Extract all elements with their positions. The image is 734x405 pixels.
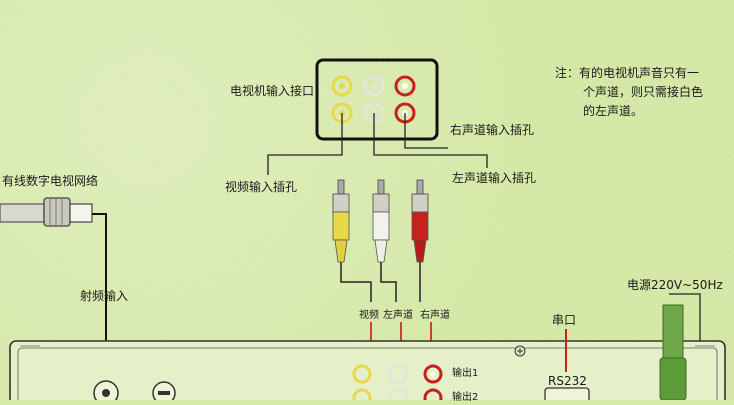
left-jack-leader (373, 113, 488, 168)
serial-label: 串口 (552, 313, 577, 327)
note-line-3: 的左声道。 (583, 104, 644, 118)
left-jack-label: 左声道输入插孔 (452, 171, 537, 185)
power-plug (659, 357, 687, 400)
plug-left-leader (380, 262, 397, 302)
note-line-1: 注：有的电视机声音只有一 (555, 66, 700, 80)
plug-video-label: 视频 (359, 310, 379, 321)
serial-port (544, 387, 590, 400)
rs232-label: RS232 (548, 374, 587, 388)
plug-right-label: 右声道 (420, 310, 450, 321)
coax-cable (0, 197, 93, 227)
output1-label: 输出1 (452, 368, 479, 379)
right-jack-leader (404, 113, 448, 149)
rf-input-label: 射频输入 (80, 289, 129, 303)
power-cord (662, 304, 684, 361)
tv-jack-yellow-top (331, 75, 353, 97)
stb-jack-white-2 (388, 388, 408, 400)
rca-plug-white (372, 179, 390, 263)
stb-jack-yellow-1 (352, 364, 372, 384)
video-jack-label: 视频输入插孔 (225, 180, 298, 194)
tv-input-label: 电视机输入接口 (230, 84, 315, 98)
output2-label: 输出2 (452, 392, 479, 403)
power-leader (669, 293, 701, 341)
cable-network-label: 有线数字电视网络 (2, 174, 99, 188)
tv-jack-red-top (394, 75, 416, 97)
note-text: 注：有的电视机声音只有一 个声道，则只需接白色 的左声道。 (555, 64, 727, 121)
rca-plug-red (411, 179, 429, 263)
rf-port (93, 380, 119, 400)
plug-video-leader (340, 262, 372, 302)
svideo-port (152, 381, 176, 400)
plug-left-label: 左声道 (383, 310, 413, 321)
tv-jack-white-top (363, 75, 385, 97)
right-jack-label: 右声道输入插孔 (450, 123, 535, 137)
stb-screw-icon (514, 345, 526, 357)
stb-jack-yellow-2 (352, 388, 372, 400)
note-line-2: 个声道，则只需接白色 (583, 85, 704, 99)
video-jack-leader (267, 113, 343, 175)
tv-input-panel (315, 58, 439, 141)
rf-cable-line (92, 213, 107, 400)
rca-plug-yellow (332, 179, 350, 263)
power-label: 电源220V~50Hz (627, 278, 723, 292)
stb-jack-red-2 (423, 388, 443, 400)
stb-jack-white-1 (388, 364, 408, 384)
stb-jack-red-1 (423, 364, 443, 384)
